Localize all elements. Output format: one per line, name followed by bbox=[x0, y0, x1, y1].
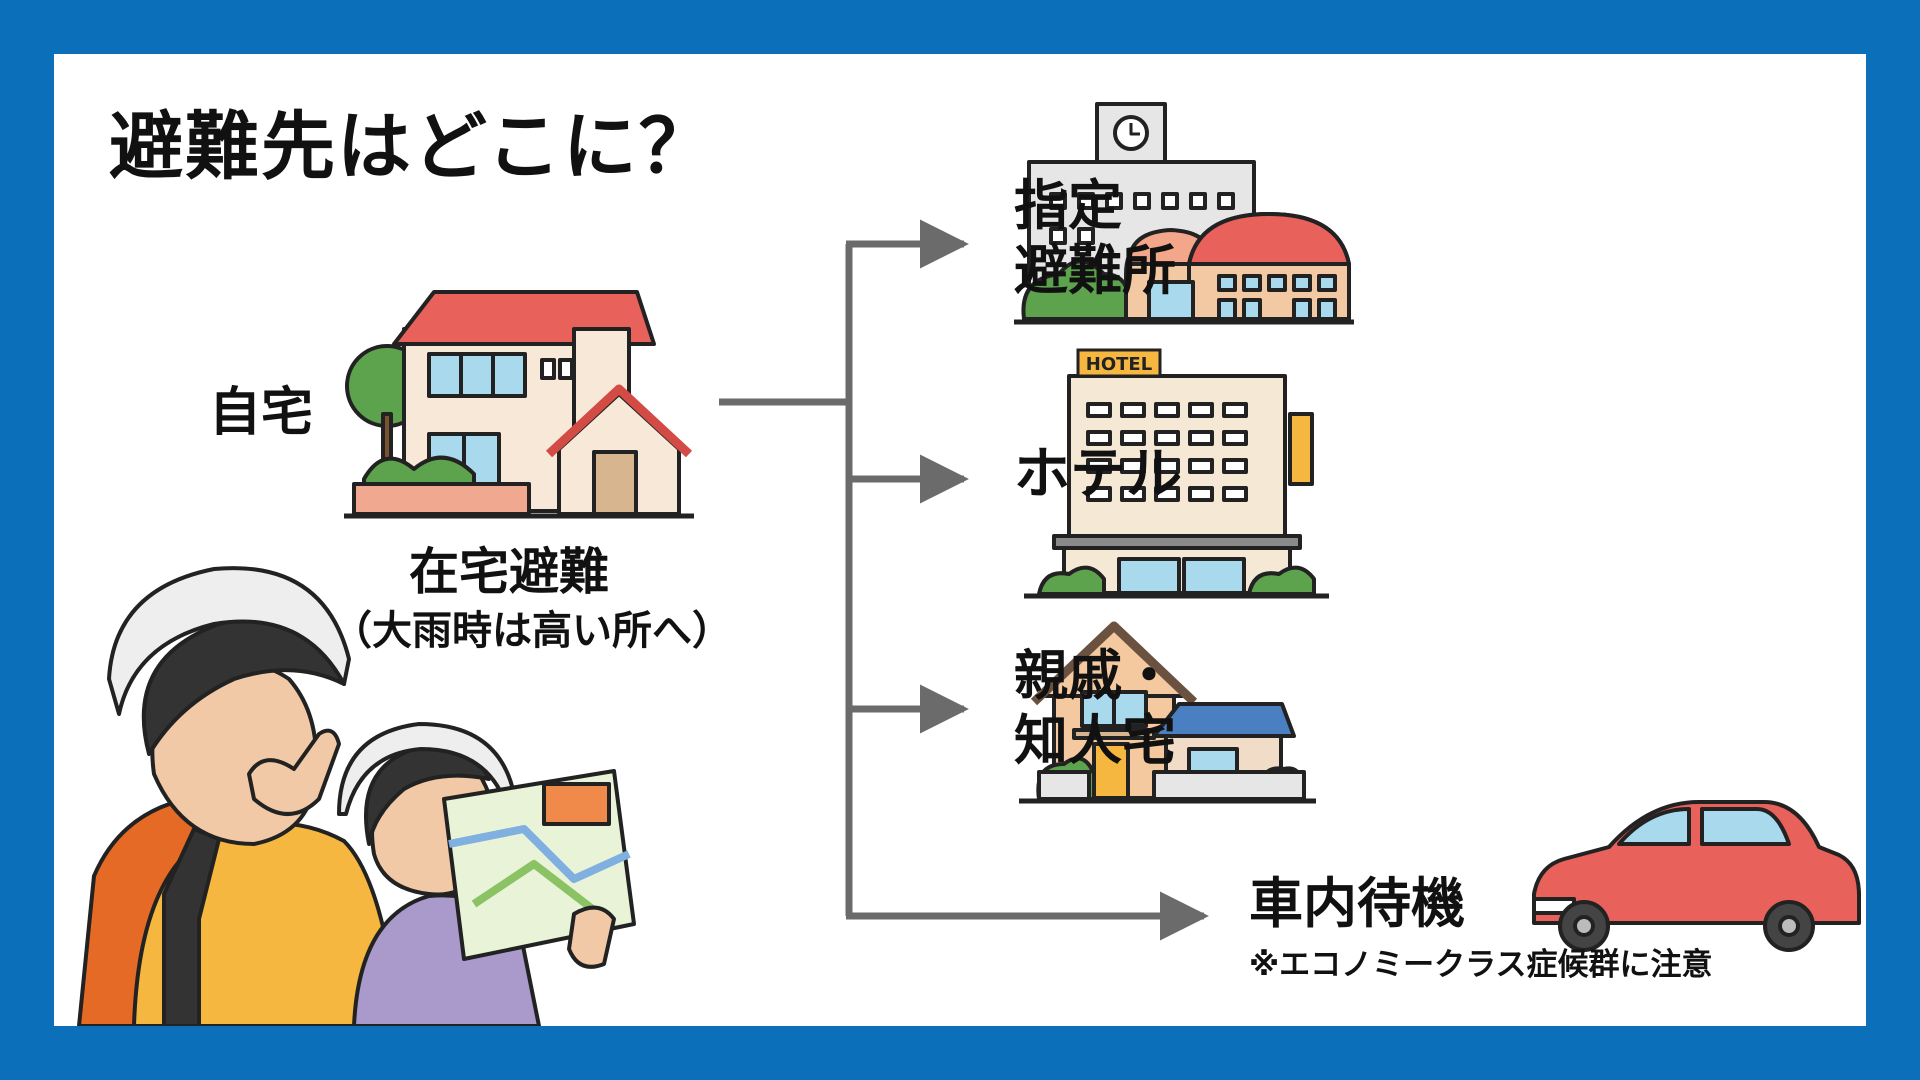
relatives-label: 親戚・ 知人宅 bbox=[1014, 644, 1176, 774]
stay-home-note: （大雨時は高い所へ） bbox=[332, 608, 732, 654]
people-illustration bbox=[77, 566, 636, 1026]
home-icon bbox=[344, 290, 694, 519]
car-wait-note: ※エコノミークラス症候群に注意 bbox=[1249, 947, 1713, 983]
shelter-label: 指定 避難所 bbox=[1014, 174, 1176, 304]
hotel-label: ホテル bbox=[1014, 442, 1182, 507]
hotel-sign-text: HOTEL bbox=[1086, 354, 1152, 375]
relatives-label-line1: 親戚・ bbox=[1014, 644, 1176, 707]
shelter-icon bbox=[1014, 102, 1354, 325]
home-label: 自宅 bbox=[209, 383, 314, 443]
shelter-label-line2: 避難所 bbox=[1014, 238, 1176, 302]
hotel-icon bbox=[1024, 374, 1329, 599]
stay-home-label: 在宅避難 bbox=[409, 543, 609, 601]
flow-connector bbox=[719, 219, 1209, 941]
page-title: 避難先はどこに？ bbox=[109, 104, 715, 190]
relatives-house-icon bbox=[1019, 621, 1316, 804]
diagram-canvas: HOTEL 避難先はどこに？ 自宅 在宅避難 （大雨時は高い所へ） 指定 避難所… bbox=[54, 54, 1866, 1026]
shelter-label-line1: 指定 bbox=[1014, 174, 1122, 237]
car-icon bbox=[1532, 800, 1861, 952]
relatives-label-line2: 知人宅 bbox=[1014, 708, 1176, 772]
hotel-sign bbox=[1076, 348, 1162, 378]
illustration-layer: HOTEL bbox=[77, 102, 1861, 1026]
car-wait-label: 車内待機 bbox=[1249, 872, 1465, 935]
